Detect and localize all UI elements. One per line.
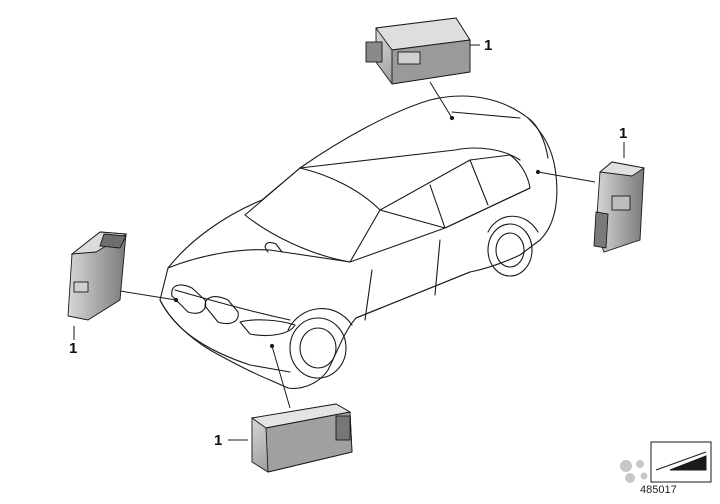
leader-lines <box>73 44 625 441</box>
callout-left: 1 <box>69 340 78 357</box>
control-module-right <box>593 161 646 253</box>
avito-watermark <box>612 452 720 492</box>
callout-bottom: 1 <box>214 432 223 449</box>
diagram-reference-icon <box>650 441 712 483</box>
control-module-bottom <box>250 403 353 473</box>
car-outline <box>159 95 558 389</box>
callout-top: 1 <box>484 37 493 54</box>
control-module-left <box>67 231 128 321</box>
diagram-number: 485017 <box>640 484 677 496</box>
callout-right: 1 <box>619 125 628 142</box>
control-module-top <box>365 17 471 85</box>
